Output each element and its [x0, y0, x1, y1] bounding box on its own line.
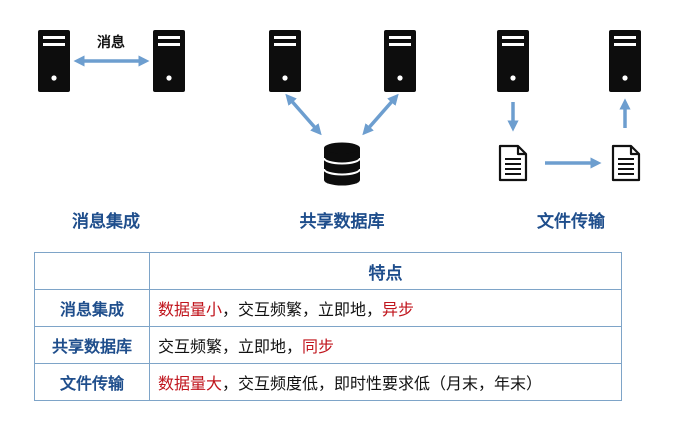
- desc-segment: 数据量小: [158, 300, 223, 319]
- row-description: 交互频繁，立即地，同步: [149, 326, 622, 364]
- message-arrow-label: 消息: [97, 34, 125, 51]
- desc-segment: ，交互频繁，立即地，: [222, 300, 383, 319]
- table-row: 共享数据库 交互频繁，立即地，同步: [34, 326, 622, 364]
- group-title-file: 文件传输: [537, 212, 605, 232]
- group-title-database: 共享数据库: [299, 212, 385, 232]
- server-icon: [269, 30, 301, 92]
- db-arrow-right: [362, 93, 399, 136]
- group-title-message: 消息集成: [72, 212, 140, 232]
- table-header-features: 特点: [149, 252, 622, 290]
- server-icon: [497, 30, 529, 92]
- desc-segment: 同步: [302, 337, 335, 356]
- desc-segment: 交互频繁，立即地，: [158, 337, 303, 356]
- features-table: 特点 消息集成 数据量小，交互频繁，立即地，异步 共享数据库 交互频繁，立即地，…: [34, 252, 622, 401]
- row-description: 数据量大，交互频度低，即时性要求低（月末，年末）: [149, 363, 622, 401]
- server-icon: [609, 30, 641, 92]
- server-icon: [153, 30, 185, 92]
- db-arrow-left: [285, 93, 322, 136]
- integration-diagram: 消息: [38, 30, 641, 186]
- desc-segment: 数据量大: [158, 374, 223, 393]
- document-icon: [611, 144, 641, 182]
- server-icon: [384, 30, 416, 92]
- database-icon: [323, 142, 361, 186]
- table-corner-cell: [34, 252, 150, 290]
- table-row: 文件传输 数据量大，交互频度低，即时性要求低（月末，年末）: [34, 363, 622, 401]
- document-icon: [498, 144, 528, 182]
- row-label: 共享数据库: [34, 326, 150, 364]
- table-row: 消息集成 数据量小，交互频繁，立即地，异步: [34, 289, 622, 327]
- row-description: 数据量小，交互频繁，立即地，异步: [149, 289, 622, 327]
- row-label: 消息集成: [34, 289, 150, 327]
- row-label: 文件传输: [34, 363, 150, 401]
- table-header-row: 特点: [34, 252, 622, 290]
- server-icon: [38, 30, 70, 92]
- desc-segment: ，交互频度低，即时性要求低（月末，年末）: [222, 374, 543, 393]
- desc-segment: 异步: [382, 300, 415, 319]
